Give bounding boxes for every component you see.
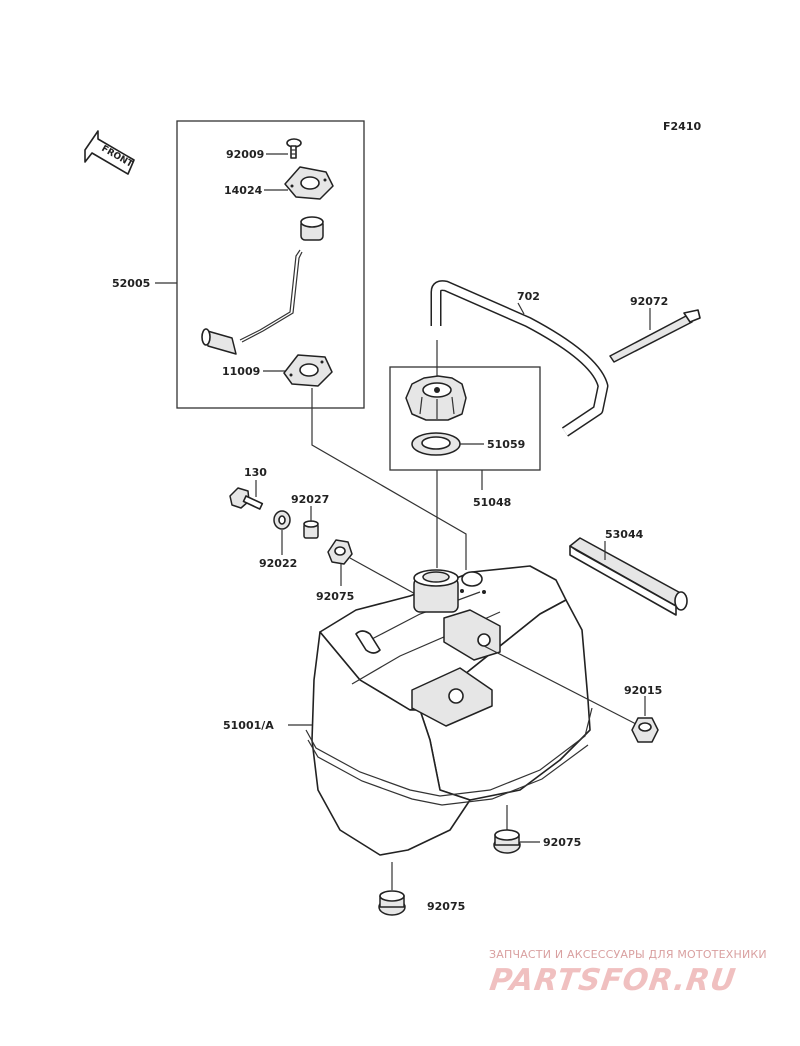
label-14024: 14024 bbox=[224, 184, 263, 197]
label-53044: 53044 bbox=[605, 528, 644, 541]
leader-11009 bbox=[311, 388, 467, 570]
label-92009: 92009 bbox=[226, 148, 264, 161]
label-51059: 51059 bbox=[487, 438, 525, 451]
label-51001A: 51001/A bbox=[223, 719, 274, 732]
collar-92027 bbox=[303, 520, 319, 539]
label-51048: 51048 bbox=[473, 496, 511, 509]
label-92072: 92072 bbox=[630, 295, 668, 308]
plate-14024 bbox=[284, 166, 334, 200]
breather-hose-702 bbox=[430, 280, 609, 437]
pad-53044 bbox=[569, 537, 688, 616]
gasket-11009 bbox=[283, 354, 333, 387]
label-702: 702 bbox=[517, 290, 540, 303]
label-92022: 92022 bbox=[259, 557, 297, 570]
label-92027: 92027 bbox=[291, 493, 329, 506]
fuel-cap-box bbox=[389, 366, 541, 471]
damper-92075-upper bbox=[327, 539, 353, 565]
nut-92015 bbox=[631, 717, 659, 743]
damper-92075-bottom bbox=[378, 890, 406, 916]
watermark-logo: PARTSFOR.RU bbox=[487, 963, 739, 998]
screw-92009 bbox=[286, 138, 302, 159]
label-92075-bottom: 92075 bbox=[427, 900, 465, 913]
fuel-sender-52005 bbox=[201, 216, 324, 355]
fuel-tank-51001A bbox=[305, 565, 593, 856]
watermark-tagline: ЗАПЧАСТИ И АКСЕССУАРЫ ДЛЯ МОТОТЕХНИКИ bbox=[489, 948, 767, 961]
washer-92022 bbox=[273, 510, 291, 530]
label-130: 130 bbox=[244, 466, 267, 479]
front-arrow-icon: FRONT bbox=[84, 130, 135, 175]
label-92015: 92015 bbox=[624, 684, 662, 697]
label-11009: 11009 bbox=[222, 365, 260, 378]
band-92072 bbox=[609, 309, 701, 363]
bolt-130 bbox=[229, 487, 264, 510]
fuel-cap bbox=[405, 375, 467, 421]
figure-code: F2410 bbox=[663, 120, 701, 133]
damper-92075-right bbox=[493, 829, 521, 854]
sender-unit-box bbox=[176, 120, 365, 409]
label-92075-right: 92075 bbox=[543, 836, 581, 849]
label-52005: 52005 bbox=[112, 277, 150, 290]
gasket-51059 bbox=[411, 432, 461, 456]
label-92075-upper: 92075 bbox=[316, 590, 354, 603]
